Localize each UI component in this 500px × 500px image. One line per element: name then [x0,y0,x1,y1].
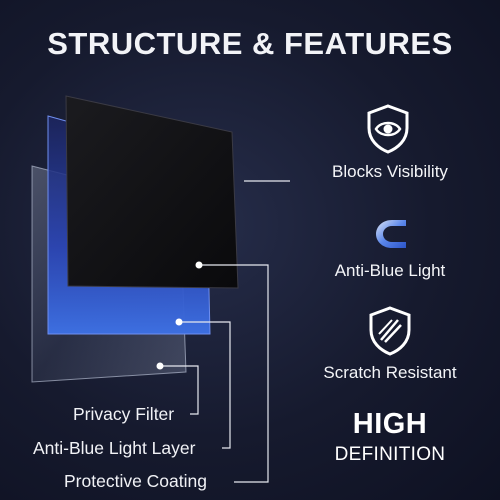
feature-anti-blue-light: Anti-Blue Light [334,261,446,280]
page-title: STRUCTURE & FEATURES [47,26,453,61]
anti-blue-dot [175,318,183,326]
protective-coating-dot [156,362,164,370]
high-definition-heading: HIGH [352,408,428,440]
high-definition-subheading: DEFINITION [334,444,446,465]
connector-lines [160,180,290,483]
feature-blocks-visibility: Blocks Visibility [332,162,448,181]
feature-scratch-resistant: Scratch Resistant [323,363,457,382]
eye-shield-icon [367,104,409,154]
scratch-shield-icon [369,306,411,356]
label-privacy-filter: Privacy Filter [73,404,175,424]
blue-c-icon [376,220,406,248]
label-anti-blue-light-layer: Anti-Blue Light Layer [33,438,196,458]
privacy-filter-layer [65,95,239,289]
privacy-filter-dot [195,261,203,269]
label-protective-coating: Protective Coating [64,471,207,491]
